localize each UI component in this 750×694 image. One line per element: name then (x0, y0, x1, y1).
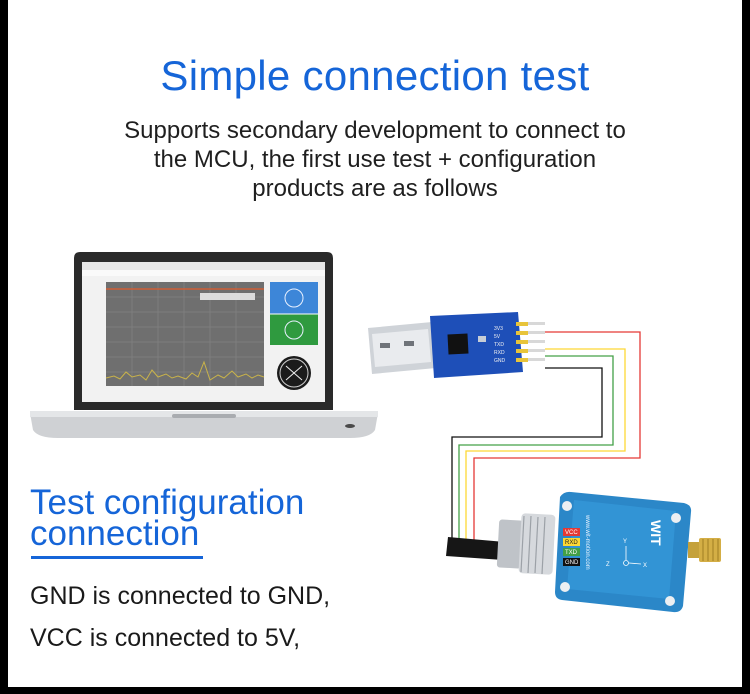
svg-text:5V: 5V (494, 334, 501, 340)
pin-text-txd: TXD (565, 550, 578, 556)
x-axis-arrow-icon (628, 562, 642, 565)
sensor-cable (446, 513, 556, 575)
pin-label-vcc (563, 528, 580, 536)
brand-logo: WIT (648, 520, 664, 546)
connection-wires (451, 331, 641, 540)
intro-line-3: products are as follows (252, 175, 498, 202)
section-underline (31, 556, 203, 559)
pin-text-vcc: VCC (565, 530, 578, 536)
axis-label-x: X (643, 563, 647, 569)
axis-label-z: Z (606, 562, 610, 568)
svg-text:TXD: TXD (494, 342, 504, 348)
laptop-image (30, 252, 378, 438)
sensor-module-image: VCC RXD TXD GND www.wit-motion.com WIT Z… (555, 491, 721, 613)
usb-adapter-image: 3V3 5V TXD RXD GND (368, 312, 545, 378)
pin-text-rxd: RXD (565, 540, 578, 546)
section-heading-line-2: connection (30, 514, 200, 553)
pin-label-txd (563, 548, 580, 556)
axis-origin-icon (623, 560, 629, 566)
axis-label-y: Y (623, 539, 627, 545)
note-vcc: VCC is connected to 5V, (30, 624, 301, 652)
intro-line-2: the MCU, the first use test + configurat… (153, 146, 597, 173)
page-title: Simple connection test (160, 52, 590, 99)
svg-text:3V3: 3V3 (494, 326, 503, 332)
section-heading-line-1: Test configuration (30, 483, 305, 522)
pin-label-gnd (563, 558, 580, 566)
sensor-url: www.wit-motion.com (584, 514, 590, 570)
note-gnd: GND is connected to GND, (30, 582, 331, 610)
intro-line-1: Supports secondary development to connec… (124, 117, 626, 144)
svg-text:RXD: RXD (494, 350, 505, 356)
svg-text:GND: GND (494, 358, 506, 364)
pin-label-rxd (563, 538, 580, 546)
pin-text-gnd: GND (565, 560, 579, 566)
